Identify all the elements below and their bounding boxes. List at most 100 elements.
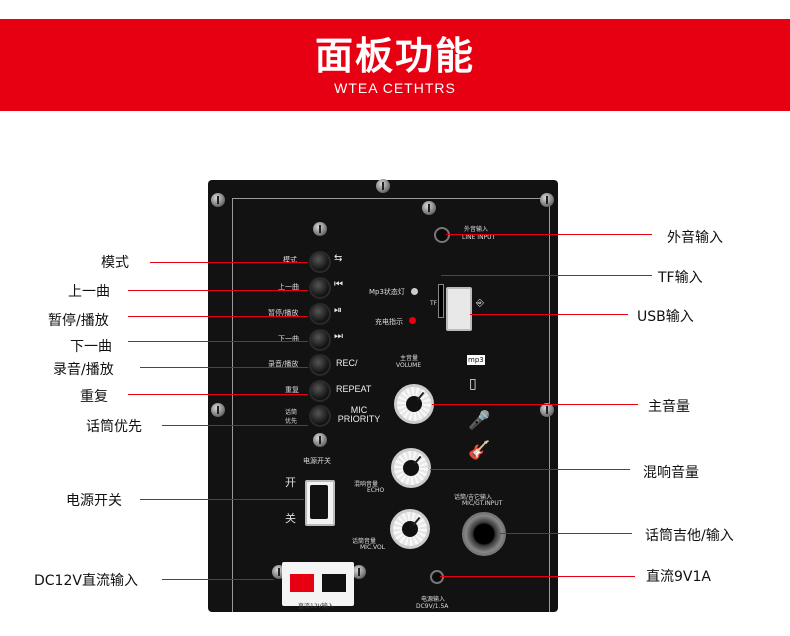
callout-echo: 混响音量 [643,465,699,481]
mode-label: 模式 [283,256,297,264]
switch-off-label: 关 [285,512,296,525]
callout-line [128,341,308,342]
callout-mic-guitar: 话筒吉他/输入 [645,528,734,544]
volume-en-label: VOLUME [396,362,422,369]
mic-volume-knob[interactable] [390,509,430,549]
record-play-icon: REC/ [336,358,358,368]
positive-terminal[interactable] [290,574,314,592]
callout-play-pause: 暂停/播放 [48,313,109,329]
mp3-led-label: Mp3状态灯 [369,288,405,296]
mic-gt-cn-label: 话筒/吉它输入 [454,494,493,501]
mic-priority-button[interactable] [309,405,331,427]
callout-line [128,316,308,317]
callout-line [162,579,274,580]
mp3-status-led [411,288,418,295]
callout-dc9v: 直流9V1A [646,569,711,585]
negative-terminal[interactable] [322,574,346,592]
guitar-icon: 🎸 [468,440,491,461]
next-track-button[interactable] [309,329,331,351]
screw-icon [540,403,554,417]
echo-cn-label: 混响音量 [354,481,379,488]
next-track-icon: ⏭ [334,331,343,342]
record-play-button[interactable] [309,354,331,376]
callout-usb-input: USB输入 [637,309,694,325]
mode-button[interactable] [309,251,331,273]
screw-icon [313,433,327,447]
mic-guitar-jack[interactable] [462,512,506,556]
next-label: 下一曲 [278,335,299,343]
line-input-en-label: LINE INPUT [462,234,496,241]
page-subtitle: WTEA CETHTRS [334,80,456,96]
callout-mode: 模式 [101,255,129,271]
echo-en-label: ECHO [367,487,385,494]
dc12v-terminal[interactable] [282,562,354,606]
usb-port[interactable] [446,287,472,331]
play-pause-label: 暂停/播放 [268,309,299,317]
power-switch-label: 电源开关 [303,457,331,465]
microphone-icon: 🎤 [468,410,491,431]
callout-line [140,499,304,500]
dc-cn-label: 电源输入 [421,596,446,603]
callout-line [162,425,308,426]
echo-knob[interactable] [391,448,431,488]
volume-cn-label: 主音量 [400,355,419,362]
callout-volume: 主音量 [648,399,690,415]
sd-card-icon: ▯ [469,376,477,392]
line-input-cn-label: 外音输入 [464,226,489,233]
line-input-jack[interactable] [434,227,450,243]
power-switch[interactable] [305,480,335,526]
screw-icon [313,222,327,236]
previous-track-button[interactable] [309,277,331,299]
mode-icon: ⇆ [334,253,343,264]
callout-line [470,314,628,315]
panel-frame [232,198,550,612]
screw-icon [211,193,225,207]
tf-label: TF [430,300,438,307]
repeat-en-label: REPEAT [336,384,372,394]
dc-en-label: DC9V/1.5A [416,603,449,610]
screw-icon [211,403,225,417]
callout-repeat: 重复 [80,389,108,405]
callout-line [432,404,638,405]
callout-power-switch: 电源开关 [66,493,122,509]
callout-line [128,394,308,395]
callout-line [128,290,308,291]
callout-tf-input: TF输入 [658,270,703,286]
callout-line [440,576,635,577]
title-banner [0,19,790,111]
callout-mic-priority: 话筒优先 [86,419,142,435]
screw-icon [376,179,390,193]
callout-line [150,262,308,263]
callout-line [140,367,308,368]
mic-vol-cn-label: 话筒音量 [352,538,377,545]
callout-prev: 上一曲 [68,284,110,300]
mp3-icon: mp3 [467,355,485,365]
mic-gt-en-label: MIC/GT.INPUT [462,500,503,507]
dc9v-jack[interactable] [430,570,444,584]
callout-dc12v: DC12V直流输入 [34,573,138,589]
callout-line [500,533,632,534]
mic-vol-en-label: MIC.VOL [360,544,386,551]
dc12-label: 直流12V输入 [298,603,334,610]
page-title: 面板功能 [314,34,475,78]
play-pause-button[interactable] [309,303,331,325]
tf-card-slot[interactable] [438,284,444,318]
repeat-button[interactable] [309,380,331,402]
previous-track-icon: ⏮ [334,279,343,290]
screw-icon [422,201,436,215]
switch-on-label: 开 [285,476,296,489]
volume-knob[interactable] [394,384,434,424]
rec-play-label: 录音/播放 [268,360,299,368]
callout-next: 下一曲 [70,339,112,355]
usb-icon: ⎆ [476,298,484,309]
play-pause-icon: ⏯ [334,305,342,316]
callout-rec-play: 录音/播放 [53,362,114,378]
callout-line [446,234,652,235]
mic-priority-en-label: MIC PRIORITY [337,405,381,424]
screw-icon [540,193,554,207]
callout-line-input: 外音输入 [667,230,723,246]
screw-icon [352,565,366,579]
callout-line [441,275,652,276]
mic-priority-label: 话筒 优先 [284,409,297,425]
charge-led-label: 充电指示 [375,318,403,326]
